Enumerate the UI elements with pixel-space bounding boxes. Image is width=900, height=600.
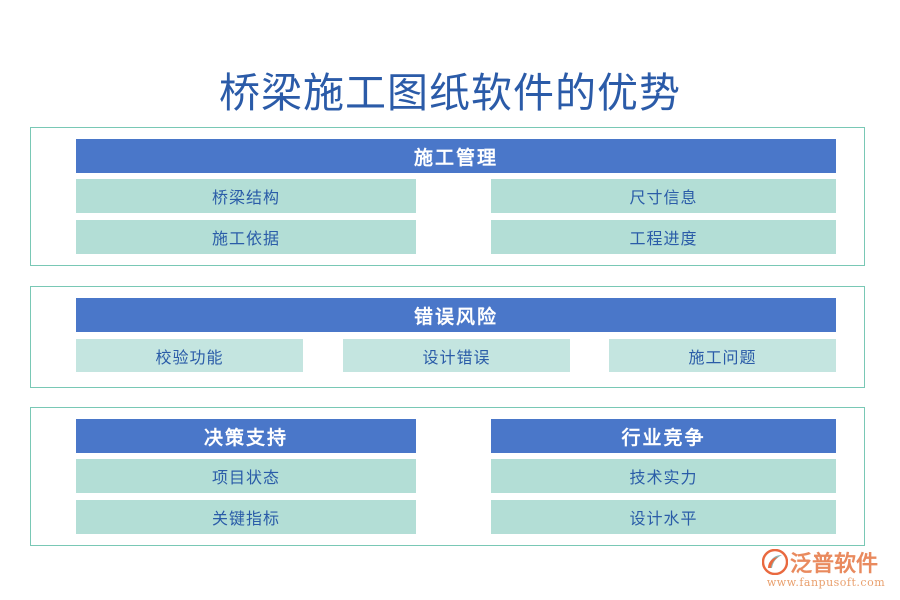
item-box-project-progress[interactable]: 工程进度 (491, 220, 836, 254)
item-box-design-level[interactable]: 设计水平 (491, 500, 836, 534)
brand-logo-name: 泛普软件 (790, 551, 879, 577)
item-box-bridge-structure[interactable]: 桥梁结构 (76, 179, 416, 213)
item-box-validation-function[interactable]: 校验功能 (76, 339, 303, 372)
section-panel-decision-and-competition: 决策支持 项目状态 关键指标 行业竞争 技术实力 设计水平 (30, 407, 865, 546)
item-box-construction-basis[interactable]: 施工依据 (76, 220, 416, 254)
fanpu-circle-logo-icon (761, 548, 789, 575)
item-box-project-status[interactable]: 项目状态 (76, 459, 416, 493)
item-box-dimension-info[interactable]: 尺寸信息 (491, 179, 836, 213)
section-header-construction-management[interactable]: 施工管理 (76, 139, 836, 173)
item-box-technical-strength[interactable]: 技术实力 (491, 459, 836, 493)
item-box-construction-problem[interactable]: 施工问题 (609, 339, 836, 372)
item-box-design-error[interactable]: 设计错误 (343, 339, 570, 372)
section-header-error-risk[interactable]: 错误风险 (76, 298, 836, 332)
page-title: 桥梁施工图纸软件的优势 (219, 69, 681, 117)
brand-logo: 泛普软件 www.fanpusoft.com (761, 548, 892, 592)
brand-logo-row: 泛普软件 (761, 548, 892, 577)
section-panel-error-risk: 错误风险 校验功能 设计错误 施工问题 (30, 286, 865, 388)
section-header-industry-competition[interactable]: 行业竞争 (491, 419, 836, 453)
section-panel-construction-management: 施工管理 桥梁结构 尺寸信息 施工依据 工程进度 (30, 127, 865, 266)
item-box-key-indicator[interactable]: 关键指标 (76, 500, 416, 534)
brand-logo-url: www.fanpusoft.com (766, 576, 886, 589)
section-header-decision-support[interactable]: 决策支持 (76, 419, 416, 453)
